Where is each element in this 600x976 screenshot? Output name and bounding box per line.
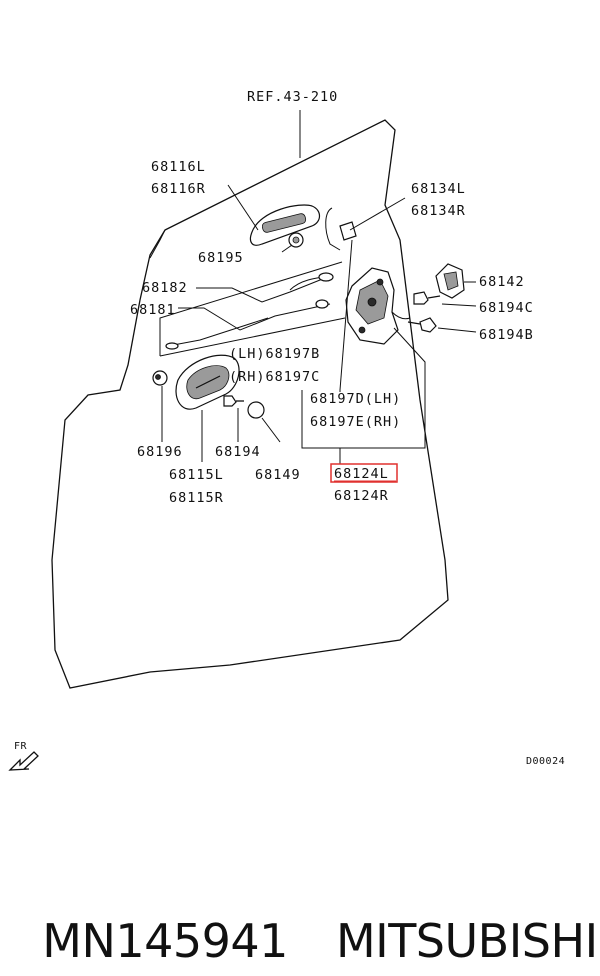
label-68197D: 68197D(LH) (310, 391, 401, 407)
label-68116L: 68116L (151, 159, 206, 175)
screw-68194C (413, 291, 477, 307)
label-68196: 68196 (137, 444, 183, 460)
label-68194B: 68194B (479, 327, 534, 343)
outside-handle-68116 (227, 184, 321, 246)
rods-68181-68182 (165, 272, 334, 350)
lock-leader-lines (301, 327, 426, 464)
part-caption: MN145941 MITSUBISHI (0, 836, 600, 968)
label-68149: 68149 (255, 467, 301, 483)
spring-rod-68134 (325, 197, 406, 251)
label-68194: 68194 (215, 444, 261, 460)
label-68194C: 68194C (479, 300, 534, 316)
label-68115R: 68115R (169, 490, 224, 506)
door-panel-outline (51, 119, 449, 689)
label-68195: 68195 (198, 250, 244, 266)
diagram-code: D00024 (526, 756, 565, 767)
label-68197E: 68197E(RH) (310, 414, 401, 430)
ref-label: REF.43-210 (247, 89, 338, 105)
label-68134R: 68134R (411, 203, 466, 219)
label-68115L: 68115L (169, 467, 224, 483)
door-lock-assembly-68124 (339, 239, 411, 392)
label-68116R: 68116R (151, 181, 206, 197)
label-68197B: (LH)68197B (229, 346, 320, 362)
front-direction-arrow-icon (8, 751, 39, 771)
screw-68194B (407, 317, 477, 333)
highlight-box-68124L (330, 463, 398, 483)
label-68134L: 68134L (411, 181, 466, 197)
direction-label: FR (14, 741, 28, 752)
label-68182: 68182 (142, 280, 188, 296)
label-68181: 68181 (130, 302, 176, 318)
label-68197C: (RH)68197C (229, 369, 320, 385)
inside-handle-68115 (175, 354, 240, 410)
door-lock-parts-diagram: REF.43-210 68116L 68116R 68195 68182 681… (8, 89, 565, 771)
label-68142: 68142 (479, 274, 525, 290)
label-68124L: 68124L (334, 466, 389, 482)
brand-name: MITSUBISHI (335, 914, 598, 968)
knob-68196 (152, 370, 168, 442)
screw-68194 (223, 395, 244, 442)
label-68124R: 68124R (334, 488, 389, 504)
cap-68149 (247, 401, 281, 443)
clip-68195 (281, 232, 304, 253)
striker-68142 (435, 263, 476, 299)
part-number: MN145941 (42, 914, 288, 968)
